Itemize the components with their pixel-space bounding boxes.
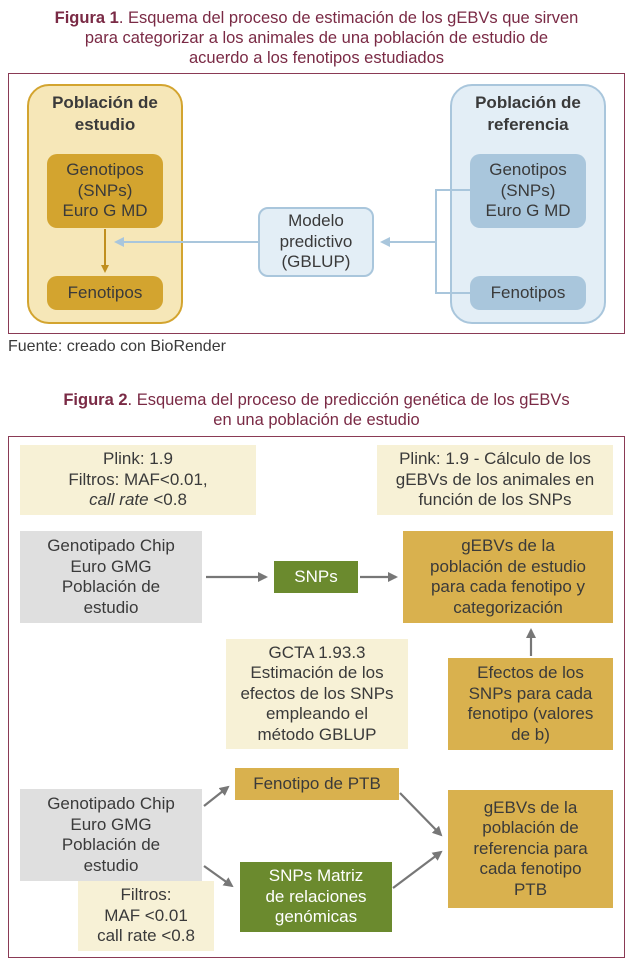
phenotype-ptb-box: Fenotipo de PTB bbox=[235, 768, 399, 800]
figure2-label: Figura 2 bbox=[63, 391, 128, 409]
gcta-box: GCTA 1.93.3 Estimación de los efectos de… bbox=[226, 639, 408, 749]
plink-calculation-box: Plink: 1.9 - Cálculo de los gEBVs de los… bbox=[377, 445, 613, 515]
figure2-frame bbox=[8, 436, 625, 958]
figure2-caption-line1: . Esquema del proceso de predicción gené… bbox=[127, 391, 570, 409]
filters-box: Filtros: MAF <0.01 call rate <0.8 bbox=[78, 881, 214, 951]
genotyping-study-top-box: Genotipado Chip Euro GMG Población de es… bbox=[20, 531, 202, 623]
figure1-caption: Figura 1. Esquema del proceso de estimac… bbox=[0, 8, 633, 68]
figure1-frame bbox=[8, 73, 625, 334]
arrow-genotyping-to-snps-matrix bbox=[203, 865, 234, 888]
study-population-title: Población de estudio bbox=[52, 93, 158, 134]
figure2-caption: Figura 2. Esquema del proceso de predicc… bbox=[0, 390, 633, 430]
gebv-reference-box: gEBVs de la población de referencia para… bbox=[448, 790, 613, 908]
study-genotypes-box: Genotipos (SNPs) Euro G MD bbox=[47, 154, 163, 228]
figure1-caption-line1: . Esquema del proceso de estimación de l… bbox=[118, 9, 579, 27]
reference-phenotypes-box: Fenotipos bbox=[470, 276, 586, 310]
gebv-study-box: gEBVs de la población de estudio para ca… bbox=[403, 531, 613, 623]
reference-population-title: Población de referencia bbox=[475, 93, 581, 134]
snp-effects-box: Efectos de los SNPs para cada fenotipo (… bbox=[448, 658, 613, 750]
reference-genotypes-box: Genotipos (SNPs) Euro G MD bbox=[470, 154, 586, 228]
study-phenotypes-box: Fenotipos bbox=[47, 276, 163, 310]
figure1-caption-line3: acuerdo a los fenotipos estudiados bbox=[188, 49, 444, 67]
arrow-snps-matrix-to-gebv-ref bbox=[392, 850, 443, 889]
figure1-label: Figura 1 bbox=[54, 9, 119, 27]
predictive-model-box: Modelo predictivo (GBLUP) bbox=[258, 207, 374, 277]
figure1-source: Fuente: creado con BioRender bbox=[8, 338, 226, 355]
snps-box: SNPs bbox=[274, 561, 358, 593]
figure1-caption-line2: para categorizar a los animales de una p… bbox=[84, 29, 549, 47]
plink-filters-box: Plink: 1.9 Filtros: MAF<0.01, call rate … bbox=[20, 445, 256, 515]
figure2-caption-line2: en una población de estudio bbox=[213, 411, 420, 429]
snps-matrix-box: SNPs Matriz de relaciones genómicas bbox=[240, 862, 392, 932]
connector-reference-bracket bbox=[435, 189, 470, 294]
genotyping-study-bottom-box: Genotipado Chip Euro GMG Población de es… bbox=[20, 789, 202, 881]
arrow-genotyping-to-phenotype-ptb bbox=[203, 785, 230, 807]
arrow-phenotype-ptb-to-gebv-ref bbox=[399, 792, 443, 837]
